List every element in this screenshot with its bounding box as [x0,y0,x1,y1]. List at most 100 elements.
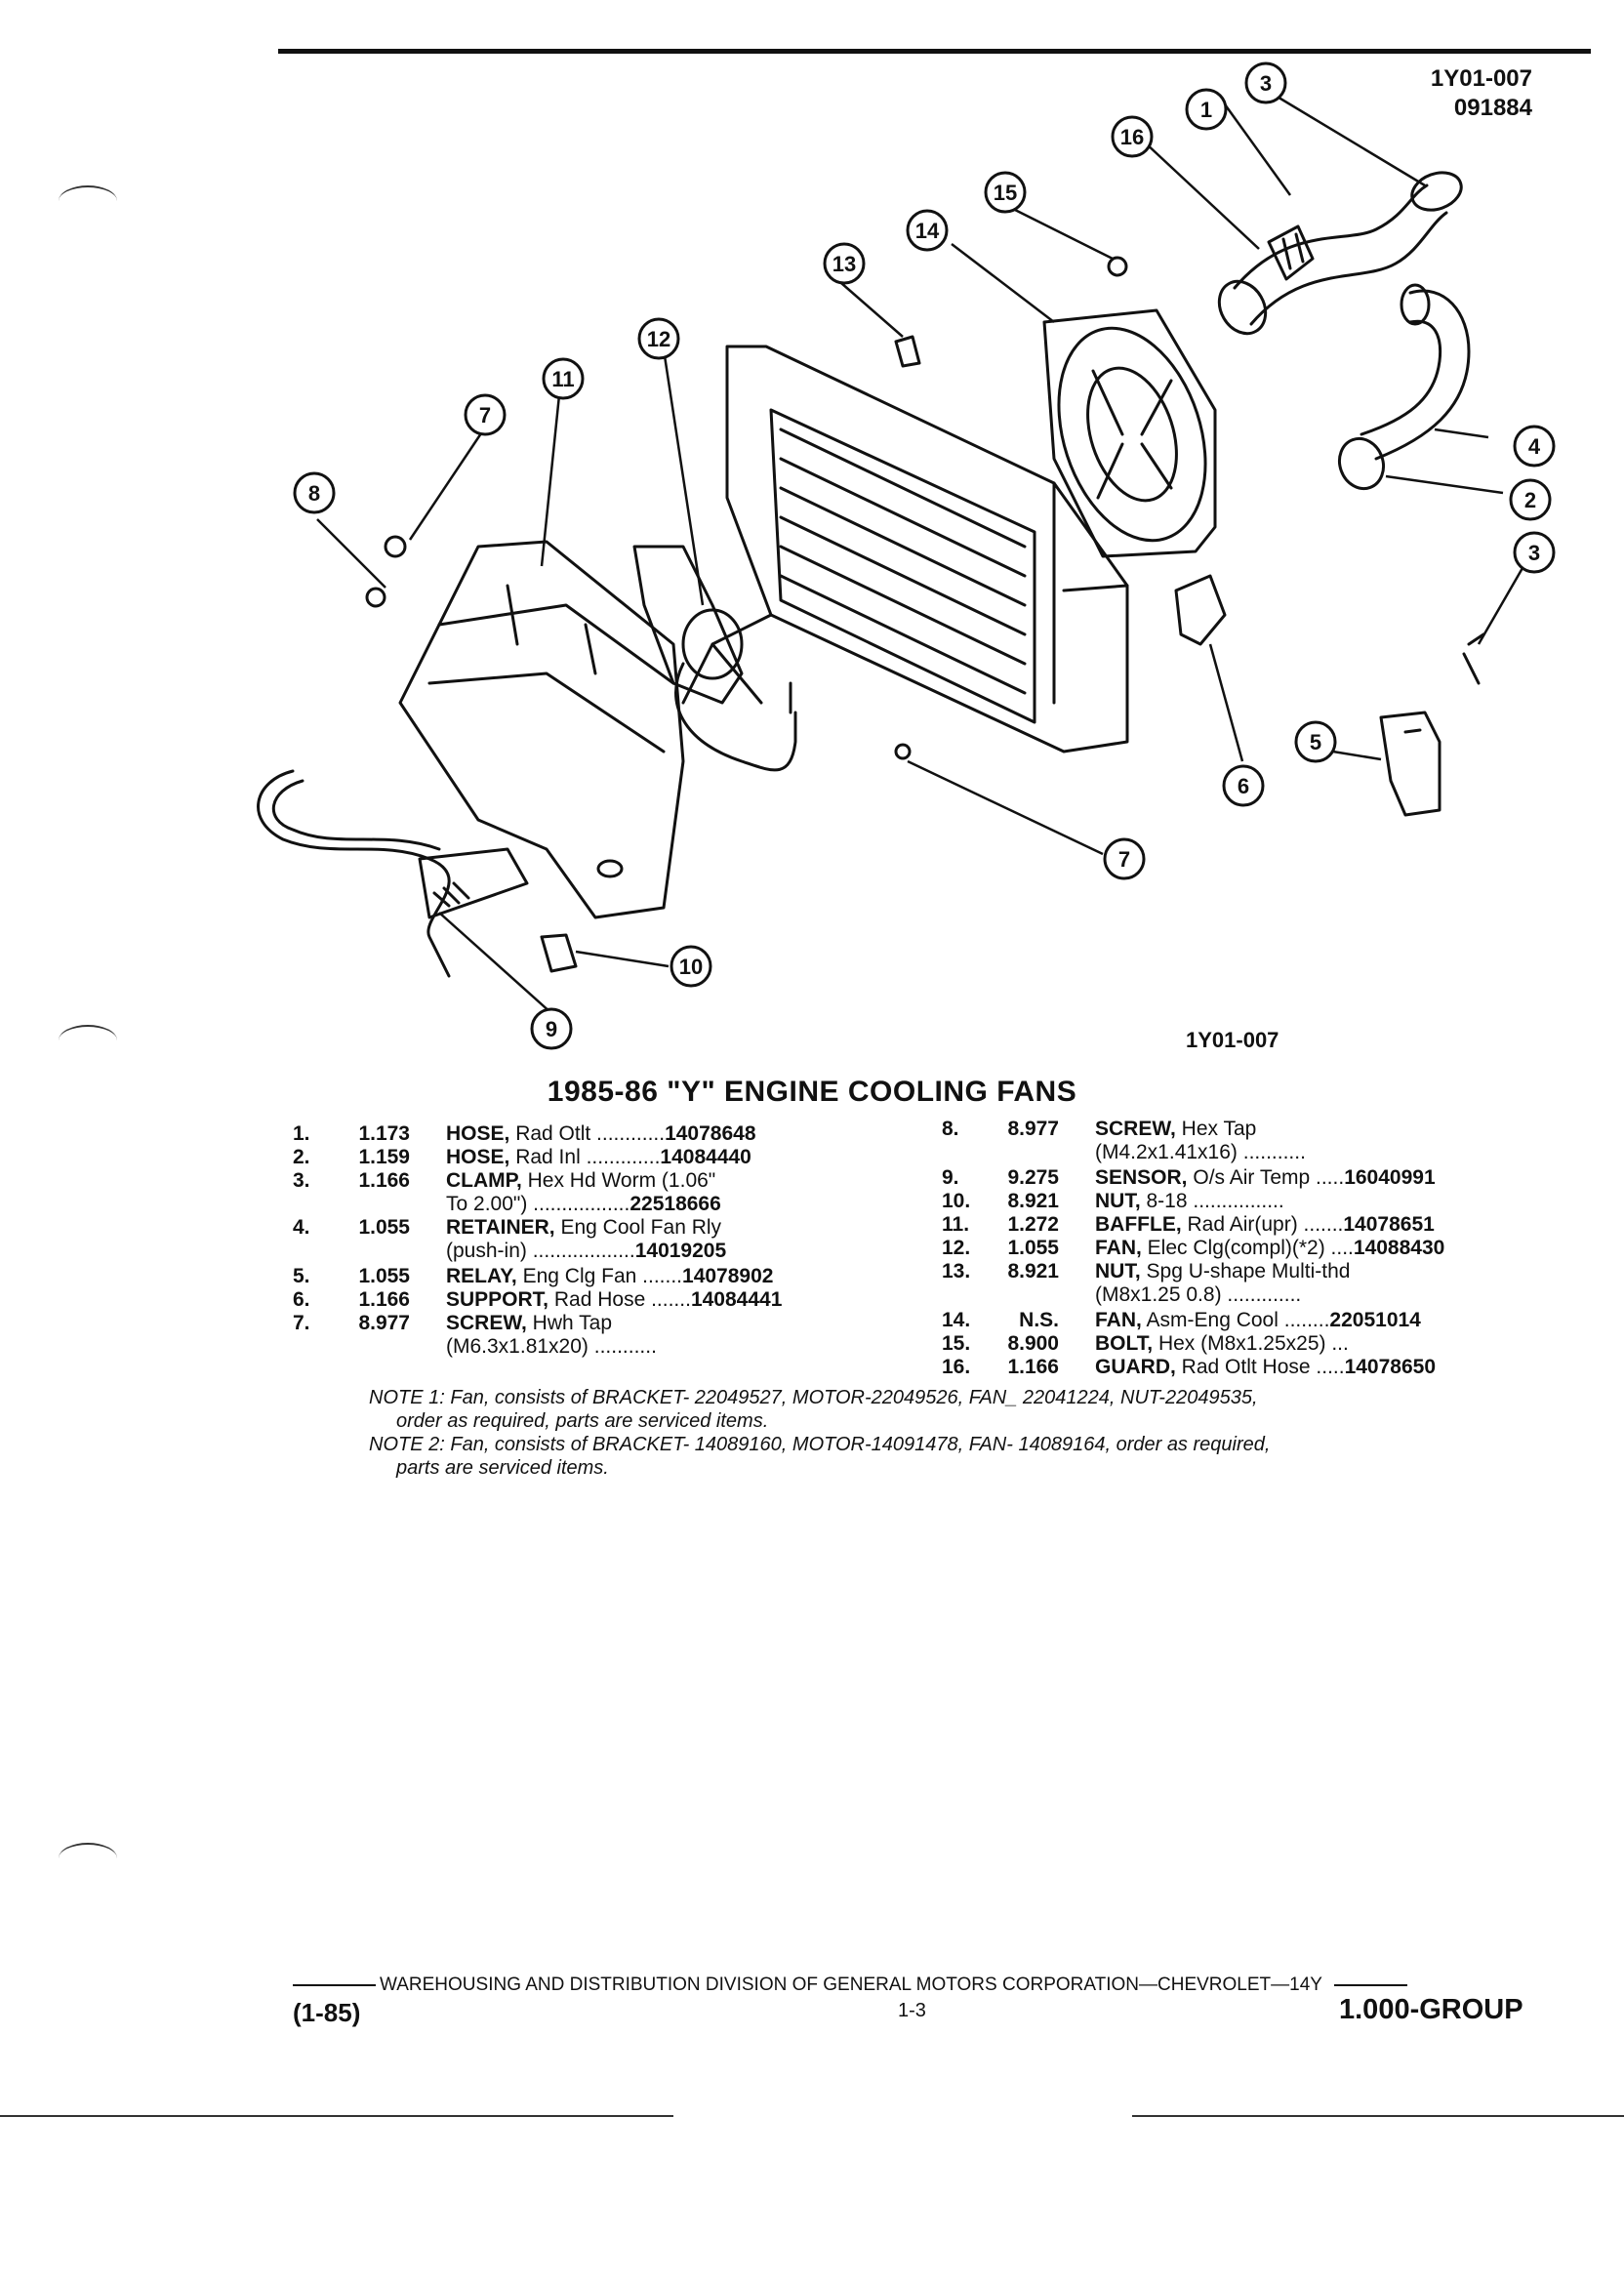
fan-assembly-shroud [1042,308,1217,558]
part-detail: To 2.00") ................. [446,1193,630,1215]
radiator-hose-support [1174,574,1227,646]
part-number: 22518666 [629,1193,721,1215]
part-description: SUPPORT, Rad Hose .......14084441 [446,1288,782,1312]
part-description: SCREW, Hwh Tap [446,1312,612,1335]
part-name: SUPPORT, [446,1288,549,1311]
callout-label: 15 [994,181,1017,205]
item-number: 1. [293,1122,310,1145]
callout-circle [1111,115,1154,158]
screw-7 [365,587,386,608]
group-number: 8.921 [1007,1190,1059,1212]
part-name: CLAMP, [446,1169,522,1192]
part-number: 14078902 [682,1265,774,1287]
radiator-air-baffle [398,540,685,919]
callout-label: 13 [832,252,856,276]
note-1-line-2: order as required, parts are serviced it… [396,1410,769,1432]
part-description: (M6.3x1.81x20) ........... [446,1335,657,1359]
part-number: 14078648 [665,1122,756,1145]
callout-circle [1222,764,1265,807]
air-temp-sensor [257,769,529,978]
callout-circle [530,1007,573,1050]
part-name: FAN, [1095,1309,1142,1331]
screw-8 [384,535,407,558]
part-description: SCREW, Hex Tap [1095,1118,1256,1141]
callout-circle [1185,88,1228,131]
part-description: CLAMP, Hex Hd Worm (1.06" [446,1169,715,1193]
callout-circle [1294,720,1337,763]
parts-row: 4. 1.055 RETAINER, Eng Cool Fan Rly [293,1216,917,1240]
footer-division: WAREHOUSING AND DISTRIBUTION DIVISION OF… [293,1975,1407,1996]
callout-circle [1244,61,1287,104]
screw-7-lower [894,743,912,760]
callout-label: 9 [546,1017,557,1041]
footer-group: 1.000-GROUP [1339,1994,1523,2025]
item-number: 8. [942,1118,959,1140]
parts-row: 14.N.S.FAN, Asm-Eng Cool ........2205101… [942,1309,1605,1332]
group-number: 8.921 [1007,1260,1059,1282]
page-title: 1985-86 "Y" ENGINE COOLING FANS [547,1076,1077,1108]
part-description: RETAINER, Eng Cool Fan Rly [446,1216,721,1240]
group-number: 1.166 [358,1288,410,1311]
part-name: SCREW, [446,1312,527,1334]
part-description: NUT, Spg U-shape Multi-thd [1095,1260,1350,1283]
header-date-code: 091884 [1453,95,1532,121]
part-name: NUT, [1095,1190,1141,1212]
note-2-line-2: parts are serviced items. [396,1457,609,1479]
binding-mark [59,1843,117,1874]
spring-nut-13 [894,335,921,368]
callout-label: 12 [647,327,670,351]
binding-mark [59,1025,117,1056]
part-description: (M8x1.25 0.8) ............. [1095,1283,1301,1307]
callout-label: 11 [551,367,574,391]
top-rule [278,49,1591,54]
relay-retainer [1462,632,1485,685]
part-name: GUARD, [1095,1356,1176,1378]
group-number: 1.055 [358,1216,410,1239]
group-number: 8.977 [358,1312,410,1334]
item-number: 16. [942,1356,971,1378]
footer-page-number: 1-3 [898,2000,926,2021]
group-number: 1.272 [1007,1213,1059,1236]
part-detail: O/s Air Temp ..... [1187,1166,1345,1189]
part-number: 14019205 [634,1240,727,1262]
part-number: 14084440 [660,1146,751,1168]
item-number: 14. [942,1309,971,1331]
bottom-rule [1132,2115,1624,2117]
header-code: 1Y01-007 [1430,65,1532,92]
part-detail: Spg U-shape Multi-thd [1140,1260,1351,1282]
part-detail: (M4.2x1.41x16) ........... [1095,1141,1306,1163]
part-detail: Hwh Tap [526,1312,613,1334]
group-number: 9.275 [1007,1166,1059,1189]
item-number: 5. [293,1265,310,1287]
part-name: HOSE, [446,1146,510,1168]
notes: NOTE 1: Fan, consists of BRACKET- 220495… [369,1386,1540,1480]
part-name: BOLT, [1095,1332,1154,1355]
callout-label: 3 [1528,541,1540,565]
callout-circle [670,945,712,988]
callout-circle [293,471,336,514]
item-number: 7. [293,1312,310,1334]
item-number: 10. [942,1190,971,1212]
part-detail: Asm-Eng Cool ........ [1141,1309,1330,1331]
item-number: 4. [293,1216,310,1239]
part-detail: Elec Clg(compl)(*2) .... [1141,1237,1354,1259]
part-detail: Rad Hose ....... [548,1288,691,1311]
group-number: 1.055 [358,1265,410,1287]
cooling-fan-relay [1379,711,1441,817]
figure-id: 1Y01-007 [1186,1028,1279,1052]
part-number: 14078651 [1343,1213,1435,1236]
callout-label: 1 [1200,98,1212,122]
item-number: 11. [942,1213,970,1236]
part-detail: Eng Clg Fan ....... [516,1265,683,1287]
callout-label: 3 [1260,71,1272,96]
part-detail: (push-in) .................. [446,1240,635,1262]
callout-circle [1513,425,1556,468]
part-name: RETAINER, [446,1216,555,1239]
radiator-inlet-hose [1337,283,1471,491]
